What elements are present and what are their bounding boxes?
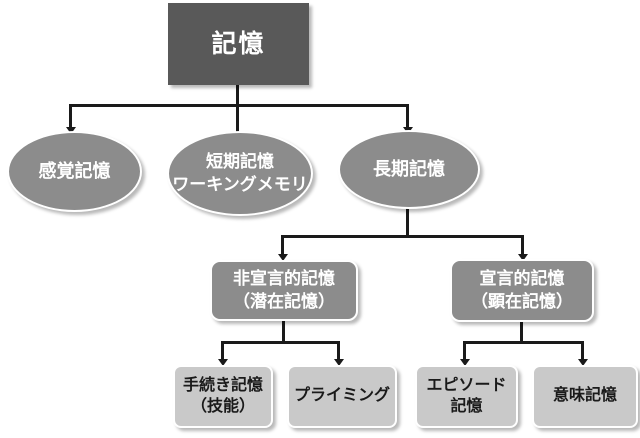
connector-level3-horizontal xyxy=(282,235,524,238)
node-memory-root: 記憶 xyxy=(168,3,309,85)
connector-to-procedural xyxy=(221,341,224,359)
node-procedural-line1: 手続き記憶 xyxy=(182,376,263,394)
node-declarative-line1: 宣言的記憶 xyxy=(479,269,565,289)
node-priming-label: プライミング xyxy=(293,387,390,405)
node-episodic-line2: 記憶 xyxy=(450,397,483,415)
node-long-term-memory-label: 長期記憶 xyxy=(373,158,445,179)
arrowhead-declarative xyxy=(518,254,528,261)
arrowhead-priming xyxy=(334,359,344,366)
node-declarative-memory: 宣言的記憶 （顕在記憶） xyxy=(450,259,594,322)
connector-right-leaf-horizontal xyxy=(464,341,584,344)
connector-to-sensory xyxy=(69,104,72,129)
node-priming: プライミング xyxy=(287,365,397,428)
connector-to-semantic xyxy=(581,341,584,359)
node-nondeclarative-line1: 非宣言的記憶 xyxy=(233,269,335,289)
node-nondeclarative-memory: 非宣言的記憶 （潜在記憶） xyxy=(210,260,358,321)
node-sensory-memory: 感覚記憶 xyxy=(7,131,142,212)
node-semantic-memory: 意味記憶 xyxy=(532,365,638,428)
connector-long-term-down xyxy=(406,208,409,237)
connector-to-nondeclarative xyxy=(281,235,284,256)
connector-to-priming xyxy=(337,341,340,359)
node-short-term-memory: 短期記憶 ワーキングメモリ xyxy=(167,131,313,216)
connector-nondeclarative-down xyxy=(282,321,285,343)
arrowhead-sensory xyxy=(66,127,76,134)
node-episodic-line1: エピソード xyxy=(426,376,507,394)
node-long-term-memory: 長期記憶 xyxy=(338,130,480,209)
connector-to-episodic xyxy=(463,341,466,359)
connector-to-long-term xyxy=(406,104,409,129)
node-nondeclarative-line2: （潜在記憶） xyxy=(233,291,335,311)
node-procedural-memory: 手続き記憶 （技能） xyxy=(173,365,273,428)
node-episodic-memory: エピソード 記憶 xyxy=(415,365,518,428)
connector-declarative-down xyxy=(520,322,523,343)
connector-root-to-short-term xyxy=(236,85,239,135)
node-sensory-memory-label: 感覚記憶 xyxy=(38,160,111,181)
connector-left-leaf-horizontal xyxy=(222,341,340,344)
connector-level2-horizontal xyxy=(70,104,409,107)
arrowhead-episodic xyxy=(460,359,470,366)
node-semantic-memory-label: 意味記憶 xyxy=(552,387,617,405)
node-memory-root-label: 記憶 xyxy=(211,29,266,58)
node-declarative-line2: （顕在記憶） xyxy=(471,291,573,311)
arrowhead-nondeclarative xyxy=(278,254,288,261)
node-procedural-line2: （技能） xyxy=(190,397,255,415)
arrowhead-semantic xyxy=(578,359,588,366)
node-short-term-line2: ワーキングメモリ xyxy=(172,174,308,194)
connector-to-declarative xyxy=(521,235,524,256)
node-short-term-line1: 短期記憶 xyxy=(206,152,274,172)
arrowhead-procedural xyxy=(218,359,228,366)
